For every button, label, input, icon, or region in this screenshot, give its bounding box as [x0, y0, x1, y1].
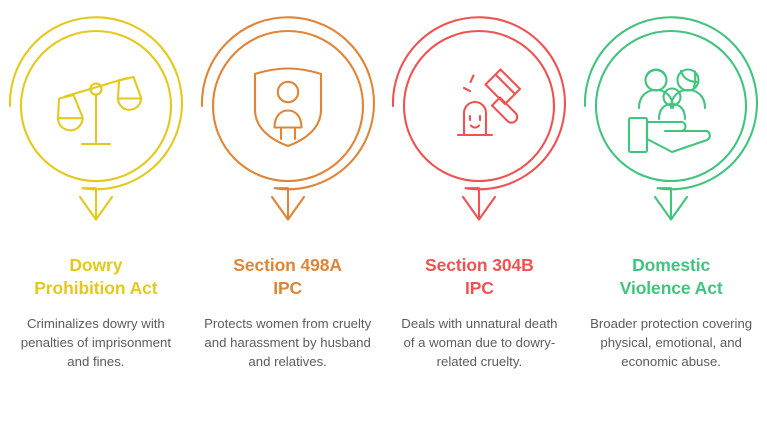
- arrow-head-icon: [270, 195, 305, 221]
- card-title-line2: IPC: [273, 278, 303, 299]
- card-title-line1: Domestic: [632, 255, 711, 275]
- inner-circle: [403, 29, 556, 183]
- card-title-line2: Violence Act: [619, 278, 723, 299]
- outer-arc-with-arrow-path: [200, 16, 375, 219]
- circle-arrow-graphic: [584, 16, 759, 221]
- inner-circle: [211, 29, 364, 183]
- card-section-304b-ipc[interactable]: Section 304B IPC Deals with unnatural de…: [384, 0, 576, 421]
- icon-zone: [0, 0, 192, 240]
- card-title: Dowry Prohibition Act: [5, 254, 187, 301]
- icon-zone: [575, 0, 767, 240]
- family-in-hand-icon: [628, 68, 711, 154]
- card-title-line1: Dowry: [69, 255, 123, 275]
- shield-person-icon: [253, 67, 322, 148]
- card-dowry-prohibition-act[interactable]: Dowry Prohibition Act Criminalizes dowry…: [0, 0, 192, 421]
- arrow-head-icon: [654, 195, 689, 221]
- circle-arrow-graphic: [392, 16, 567, 221]
- card-title-line2: IPC: [464, 278, 494, 299]
- icon-zone: [192, 0, 384, 240]
- card-description: Broader protection covering physical, em…: [590, 315, 753, 370]
- card-domestic-violence-act[interactable]: Domestic Violence Act Broader protection…: [575, 0, 767, 421]
- card-title-line2: Prohibition Act: [34, 278, 158, 299]
- arrow-head-icon: [78, 195, 113, 221]
- icon-zone: [384, 0, 576, 240]
- card-title: Domestic Violence Act: [580, 254, 762, 301]
- circle-arrow-graphic: [200, 16, 375, 221]
- card-description: Deals with unnatural death of a woman du…: [401, 315, 558, 370]
- outer-arc-with-arrow-path: [392, 16, 567, 219]
- card-title-line1: Section 498A: [233, 255, 342, 275]
- arrow-head-icon: [462, 195, 497, 221]
- gavel-victim-icon: [457, 68, 522, 137]
- outer-arc-with-arrow-path: [8, 16, 183, 219]
- card-title-line1: Section 304B: [425, 255, 534, 275]
- card-title: Section 304B IPC: [388, 254, 570, 301]
- card-description: Criminalizes dowry with penalties of imp…: [20, 315, 171, 370]
- inner-circle: [595, 29, 748, 183]
- circle-arrow-graphic: [8, 16, 183, 221]
- card-title: Section 498A IPC: [197, 254, 379, 301]
- card-description: Protects women from cruelty and harassme…: [204, 315, 372, 370]
- balance-scale-icon: [56, 75, 142, 146]
- inner-circle: [19, 29, 172, 183]
- outer-arc-with-arrow-path: [584, 16, 759, 219]
- card-section-498a-ipc[interactable]: Section 498A IPC Protects women from cru…: [192, 0, 384, 421]
